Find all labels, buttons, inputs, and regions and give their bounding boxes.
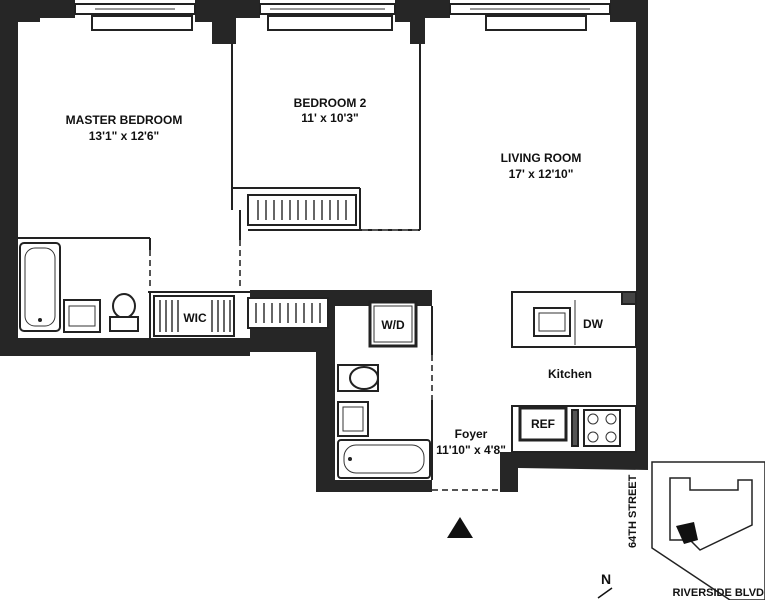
refrigerator-box bbox=[518, 406, 568, 442]
street-label: 64TH STREET bbox=[627, 474, 639, 548]
unit-location-marker bbox=[676, 522, 698, 544]
washer-dryer-label: W/D bbox=[381, 318, 405, 332]
windows bbox=[74, 3, 611, 31]
foyer-size: 11'10" x 4'8" bbox=[436, 443, 506, 457]
foyer-name: Foyer bbox=[455, 427, 488, 441]
second-bath-fixtures bbox=[337, 364, 431, 479]
living-room-name: LIVING ROOM bbox=[501, 151, 582, 165]
north-arrow-icon bbox=[597, 587, 613, 599]
entry-arrow-icon bbox=[447, 517, 473, 538]
dishwasher-label: DW bbox=[583, 317, 604, 331]
radiators bbox=[153, 194, 357, 337]
exterior-walls bbox=[0, 0, 648, 492]
master-bedroom-size: 13'1" x 12'6" bbox=[89, 129, 159, 143]
wic-label: WIC bbox=[183, 311, 207, 325]
key-plan: 64TH STREET RIVERSIDE BLVD bbox=[627, 461, 765, 600]
living-room-size: 17' x 12'10" bbox=[509, 167, 574, 181]
refrigerator-label: REF bbox=[531, 417, 555, 431]
kitchen-fixtures bbox=[533, 300, 621, 447]
master-bedroom-name: MASTER BEDROOM bbox=[66, 113, 183, 127]
bedroom2-name: BEDROOM 2 bbox=[294, 96, 367, 110]
master-bath-fixtures bbox=[19, 242, 139, 333]
avenue-label: RIVERSIDE BLVD bbox=[673, 587, 765, 599]
washer-dryer-closet bbox=[368, 300, 418, 348]
bedroom2-size: 11' x 10'3" bbox=[301, 111, 358, 125]
kitchen-name: Kitchen bbox=[548, 367, 592, 381]
north-label: N bbox=[601, 571, 611, 587]
